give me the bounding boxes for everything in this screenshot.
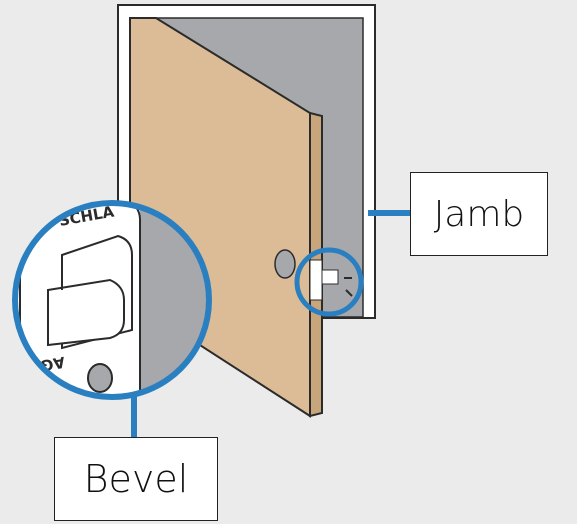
jamb-label: Jamb (410, 172, 548, 256)
magnified-bolt-front (47, 278, 125, 347)
bevel-connector-line (131, 388, 137, 438)
latch-highlight-circle (294, 247, 364, 317)
latch-bolt-small (321, 269, 339, 285)
door-bore-hole (274, 249, 296, 279)
jamb-connector-line (368, 210, 410, 216)
magnified-screw-hole (87, 363, 113, 393)
magnifier-outline (12, 200, 212, 400)
latch-screw-mark-2 (345, 289, 353, 297)
latch-detail-small (294, 247, 364, 317)
latch-detail-magnified: SCHLA AGE (12, 200, 212, 400)
latch-faceplate-small (309, 259, 323, 301)
bevel-label: Bevel (54, 437, 218, 521)
